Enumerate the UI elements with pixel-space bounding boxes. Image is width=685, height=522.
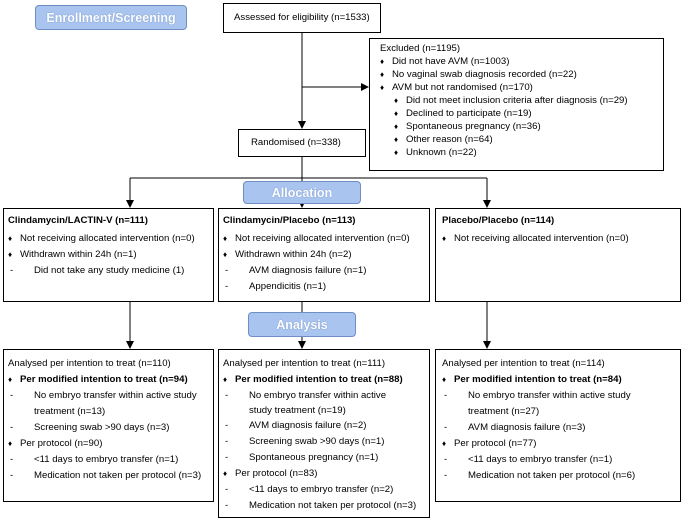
arm3-analysis-line: Medication not taken per protocol (n=6) — [468, 470, 636, 481]
dash-bullet: - — [444, 470, 448, 481]
excluded-subitem: Unknown (n=22) — [406, 147, 477, 158]
assessed-text: Assessed for eligibility (n=1533) — [234, 12, 370, 23]
diamond-bullet: ♦ — [223, 250, 228, 259]
arm3-analysis-line: No embryo transfer within active study — [468, 390, 631, 401]
arm2-analysis-line: Analysed per intention to treat (n=111) — [223, 358, 386, 369]
arm2-analysis-line: <11 days to embryo transfer (n=2) — [249, 484, 394, 495]
dash-bullet: - — [225, 281, 229, 292]
excluded-subitem: Spontaneous pregnancy (n=36) — [406, 121, 541, 132]
diamond-bullet: ♦ — [394, 135, 399, 144]
excluded-title: Excluded (n=1195) — [380, 43, 461, 54]
diamond-bullet: ♦ — [394, 122, 399, 131]
arm3-analysis-line: Analysed per intention to treat (n=114) — [442, 358, 605, 369]
arm1-alloc-line: Did not take any study medicine (1) — [34, 265, 185, 276]
excluded-subitem: Did not meet inclusion criteria after di… — [406, 95, 628, 106]
diamond-bullet: ♦ — [223, 469, 228, 478]
allocation-stage-label: Allocation — [243, 181, 361, 204]
excluded-subitem: Declined to participate (n=19) — [406, 108, 532, 119]
dash-bullet: - — [225, 265, 229, 276]
arm1-analysis-box: Analysed per intention to treat (n=110) … — [3, 349, 214, 502]
arm1-analysis-line: Medication not taken per protocol (n=3) — [34, 470, 202, 481]
diamond-bullet: ♦ — [442, 439, 447, 448]
arm3-analysis-line: AVM diagnosis failure (n=3) — [468, 422, 586, 433]
dash-bullet: - — [225, 484, 229, 495]
arm2-analysis-line: study treatment (n=19) — [249, 405, 346, 416]
arm2-analysis-line: Spontaneous pregnancy (n=1) — [249, 452, 379, 463]
arm1-analysis-line: Analysed per intention to treat (n=110) — [8, 358, 171, 369]
arm1-alloc-line: Not receiving allocated intervention (n=… — [20, 233, 195, 244]
assessed-box: Assessed for eligibility (n=1533) — [223, 3, 381, 33]
arm1-analysis-line: treatment (n=13) — [34, 406, 106, 417]
arm3-analysis-box: Analysed per intention to treat (n=114) … — [435, 349, 681, 502]
dash-bullet: - — [225, 436, 229, 447]
dash-bullet: - — [444, 454, 448, 465]
diamond-bullet: ♦ — [8, 375, 13, 384]
randomised-box: Randomised (n=338) — [238, 129, 366, 157]
arm2-analysis-line: AVM diagnosis failure (n=2) — [249, 420, 367, 431]
diamond-bullet: ♦ — [8, 250, 13, 259]
diamond-bullet: ♦ — [394, 109, 399, 118]
dash-bullet: - — [225, 420, 229, 431]
arm2-analysis-line: Screening swab >90 days (n=1) — [249, 436, 385, 447]
dash-bullet: - — [10, 454, 14, 465]
enrollment-stage-label: Enrollment/Screening — [35, 5, 187, 30]
analysis-stage-label: Analysis — [248, 312, 356, 337]
arm2-alloc-line: Withdrawn within 24h (n=2) — [235, 249, 352, 260]
arm1-analysis-line: Per protocol (n=90) — [20, 438, 103, 449]
arm3-analysis-line: Per modified intention to treat (n=84) — [454, 374, 622, 385]
diamond-bullet: ♦ — [442, 375, 447, 384]
diamond-bullet: ♦ — [8, 234, 13, 243]
diamond-bullet: ♦ — [8, 439, 13, 448]
diamond-bullet: ♦ — [223, 234, 228, 243]
excluded-item: AVM but not randomised (n=170) — [392, 82, 533, 93]
arm2-title: Clindamycin/Placebo (n=113) — [223, 215, 356, 226]
arm3-title: Placebo/Placebo (n=114) — [442, 215, 555, 226]
randomised-text: Randomised (n=338) — [251, 137, 341, 148]
arm1-analysis-line: No embryo transfer within active study — [34, 390, 197, 401]
diamond-bullet: ♦ — [380, 70, 385, 79]
dash-bullet: - — [10, 265, 14, 276]
dash-bullet: - — [10, 470, 14, 481]
arm2-analysis-line: Medication not taken per protocol (n=3) — [249, 500, 417, 511]
excluded-box: Excluded (n=1195) ♦ Did not have AVM (n=… — [369, 38, 664, 171]
arm2-allocation-box: Clindamycin/Placebo (n=113) ♦ Not receiv… — [218, 208, 430, 302]
arm2-analysis-line: No embryo transfer within active — [249, 390, 387, 401]
excluded-subitem: Other reason (n=64) — [406, 134, 493, 145]
arm3-analysis-line: <11 days to embryo transfer (n=1) — [468, 454, 613, 465]
dash-bullet: - — [10, 390, 14, 401]
dash-bullet: - — [444, 422, 448, 433]
arm3-allocation-box: Placebo/Placebo (n=114) ♦ Not receiving … — [435, 208, 681, 302]
arm3-analysis-line: Per protocol (n=77) — [454, 438, 537, 449]
dash-bullet: - — [225, 500, 229, 511]
diamond-bullet: ♦ — [223, 375, 228, 384]
arm1-analysis-line: Per modified intention to treat (n=94) — [20, 374, 188, 385]
diamond-bullet: ♦ — [394, 148, 399, 157]
dash-bullet: - — [444, 390, 448, 401]
arm2-alloc-line: AVM diagnosis failure (n=1) — [249, 265, 367, 276]
excluded-item: Did not have AVM (n=1003) — [392, 56, 510, 67]
dash-bullet: - — [225, 390, 229, 401]
arm2-analysis-box: Analysed per intention to treat (n=111) … — [218, 349, 430, 518]
diamond-bullet: ♦ — [442, 234, 447, 243]
dash-bullet: - — [225, 452, 229, 463]
arm2-analysis-line: Per modified intention to treat (n=88) — [235, 374, 403, 385]
arm2-alloc-line: Appendicitis (n=1) — [249, 281, 327, 292]
arm2-alloc-line: Not receiving allocated intervention (n=… — [235, 233, 410, 244]
diamond-bullet: ♦ — [380, 83, 385, 92]
arm1-title: Clindamycin/LACTIN-V (n=111) — [8, 215, 148, 226]
dash-bullet: - — [10, 422, 14, 433]
arm1-analysis-line: <11 days to embryo transfer (n=1) — [34, 454, 179, 465]
arm2-analysis-line: Per protocol (n=83) — [235, 468, 318, 479]
arm3-analysis-line: treatment (n=27) — [468, 406, 540, 417]
excluded-item: No vaginal swab diagnosis recorded (n=22… — [392, 69, 577, 80]
diamond-bullet: ♦ — [380, 57, 385, 66]
arm3-alloc-line: Not receiving allocated intervention (n=… — [454, 233, 629, 244]
arm1-allocation-box: Clindamycin/LACTIN-V (n=111) ♦ Not recei… — [3, 208, 214, 302]
arm1-alloc-line: Withdrawn within 24h (n=1) — [20, 249, 137, 260]
arm1-analysis-line: Screening swab >90 days (n=3) — [34, 422, 170, 433]
diamond-bullet: ♦ — [394, 96, 399, 105]
